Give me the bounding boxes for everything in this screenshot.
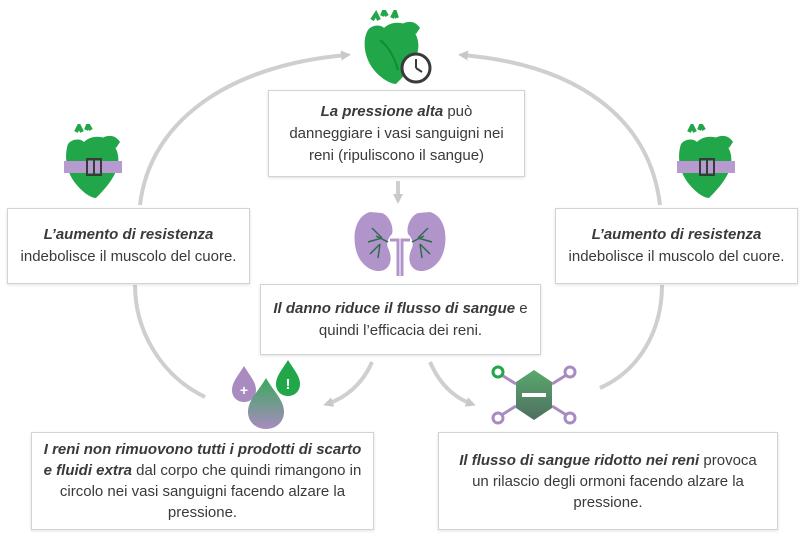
box-center-text: e quindi l’efficacia dei reni.: [318, 299, 528, 339]
cycle-arrow-left-lower: [133, 284, 206, 399]
box-right-emphasis: L’aumento di resistenza: [591, 226, 762, 243]
box-left-emphasis: L’aumento di resistenza: [43, 226, 214, 243]
box-bottom-left-text: dal corpo che quindi rimangono in circol…: [59, 462, 362, 521]
box-top-text: può danneggiare i vasi sanguigni nei ren…: [289, 102, 504, 164]
cycle-arrow-right-lower: [599, 284, 664, 390]
cycle-arrow-right-upper: [458, 50, 662, 206]
box-center-emphasis: Il danno riduce il flusso di sangue: [273, 299, 516, 317]
drop-plus-symbol: +: [240, 382, 248, 398]
fluid-drops-icon: + !: [232, 360, 300, 429]
box-right-text: indebolisce il muscolo del cuore.: [568, 248, 785, 265]
arrow-center-to-molecule: [428, 361, 476, 407]
box-bottom-right-text: provoca un rilascio degli ormoni facendo…: [472, 451, 757, 511]
box-resistance-left: L’aumento di resistenza indebolisce il m…: [7, 208, 250, 284]
box-top-emphasis: La pressione alta: [320, 102, 444, 120]
box-hormone-release: Il flusso di sangue ridotto nei reni pro…: [438, 432, 778, 530]
box-waste-retention: I reni non rimuovono tutti i prodotti di…: [31, 432, 374, 530]
arrow-center-to-drops: [323, 361, 374, 407]
drop-exclaim-symbol: !: [286, 376, 291, 393]
box-bottom-right-emphasis: Il flusso di sangue ridotto nei reni: [459, 451, 700, 469]
kidneys-icon: [354, 212, 446, 276]
box-bottom-left-emphasis: I reni non rimuovono tutti i prodotti di…: [43, 441, 362, 479]
heart-with-belt-icon: [677, 124, 735, 198]
cycle-arrow-left-upper: [138, 50, 351, 206]
heart-with-belt-icon: [64, 124, 122, 198]
hormone-molecule-icon: [491, 365, 577, 425]
box-reduced-flow: Il danno riduce il flusso di sangue e qu…: [260, 284, 541, 355]
box-left-text: indebolisce il muscolo del cuore.: [20, 248, 237, 265]
heart-with-gauge-icon: [364, 10, 432, 84]
box-high-pressure: La pressione alta può danneggiare i vasi…: [268, 90, 525, 177]
box-resistance-right: L’aumento di resistenza indebolisce il m…: [555, 208, 798, 284]
